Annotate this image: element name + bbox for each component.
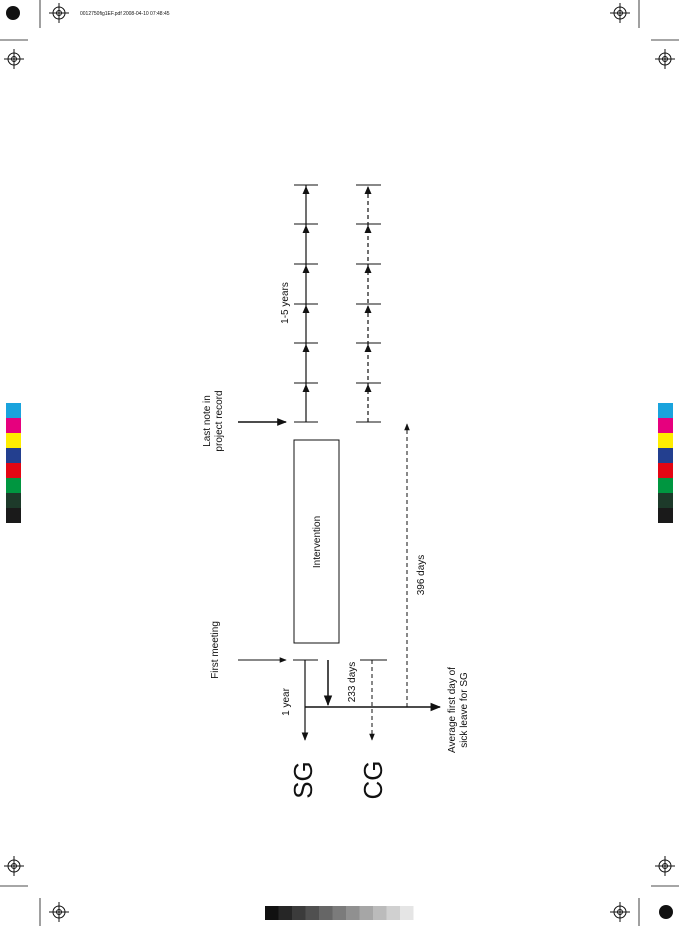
sg-label: SG [288, 761, 318, 799]
gray-swatch [386, 906, 400, 920]
gray-swatch [400, 906, 414, 920]
registration-mark-icon [3, 48, 25, 70]
color-swatch [658, 463, 673, 478]
registration-mark-icon [48, 2, 70, 24]
color-swatch [658, 403, 673, 418]
average-label-line2: sick leave for SG [459, 672, 470, 748]
last-note-label-line1: Last note in [202, 395, 213, 447]
color-bar-left [6, 403, 21, 523]
gray-swatch [346, 906, 360, 920]
days-396-label: 396 days [416, 555, 427, 596]
intervention-box [293, 439, 340, 644]
arrowhead-icon [364, 305, 372, 313]
last-note-label-line2: project record [214, 390, 225, 451]
arrowhead-icon [364, 384, 372, 392]
arrowhead-icon [364, 186, 372, 194]
arrowhead-icon [302, 305, 310, 313]
one-year-label: 1 year [281, 687, 292, 715]
color-swatch [658, 448, 673, 463]
color-swatch [658, 478, 673, 493]
corner-dot-icon [6, 6, 20, 20]
color-swatch [658, 418, 673, 433]
color-swatch [658, 433, 673, 448]
gray-swatch [359, 906, 373, 920]
first-meeting-label: First meeting [210, 621, 221, 679]
gray-bar [265, 906, 414, 920]
color-swatch [6, 433, 21, 448]
registration-mark-icon [609, 901, 631, 923]
registration-mark-icon [3, 855, 25, 877]
gray-swatch [332, 906, 346, 920]
slug-text: 0012750fig1EF.pdf 2008-04-10 07:48:45 [80, 11, 170, 17]
color-swatch [6, 478, 21, 493]
days-233-label: 233 days [347, 662, 358, 703]
average-label-line1: Average first day of [447, 667, 458, 753]
arrowhead-icon [302, 186, 310, 194]
registration-mark-icon [48, 901, 70, 923]
arrowhead-icon [302, 225, 310, 233]
arrowhead-icon [302, 265, 310, 273]
color-swatch [6, 403, 21, 418]
gray-swatch [373, 906, 387, 920]
corner-dot-icon [659, 905, 673, 919]
color-swatch [6, 463, 21, 478]
years-1-5-label: 1-5 years [280, 282, 291, 324]
registration-mark-icon [654, 855, 676, 877]
color-swatch [6, 448, 21, 463]
intervention-label: Intervention [312, 516, 323, 568]
arrowhead-icon [302, 384, 310, 392]
color-swatch [6, 493, 21, 508]
arrowhead-icon [364, 344, 372, 352]
registration-mark-icon [609, 2, 631, 24]
gray-swatch [292, 906, 306, 920]
color-swatch [658, 508, 673, 523]
color-swatch [6, 418, 21, 433]
cg-label: CG [358, 761, 388, 800]
registration-mark-icon [654, 48, 676, 70]
color-swatch [6, 508, 21, 523]
color-swatch [658, 493, 673, 508]
arrowhead-icon [364, 225, 372, 233]
follow-up-timelines [294, 184, 381, 423]
arrowhead-icon [364, 265, 372, 273]
arrowhead-icon [302, 344, 310, 352]
gray-swatch [319, 906, 333, 920]
gray-swatch [305, 906, 319, 920]
gray-swatch [278, 906, 292, 920]
color-bar-right [658, 403, 673, 523]
gray-swatch [265, 906, 279, 920]
